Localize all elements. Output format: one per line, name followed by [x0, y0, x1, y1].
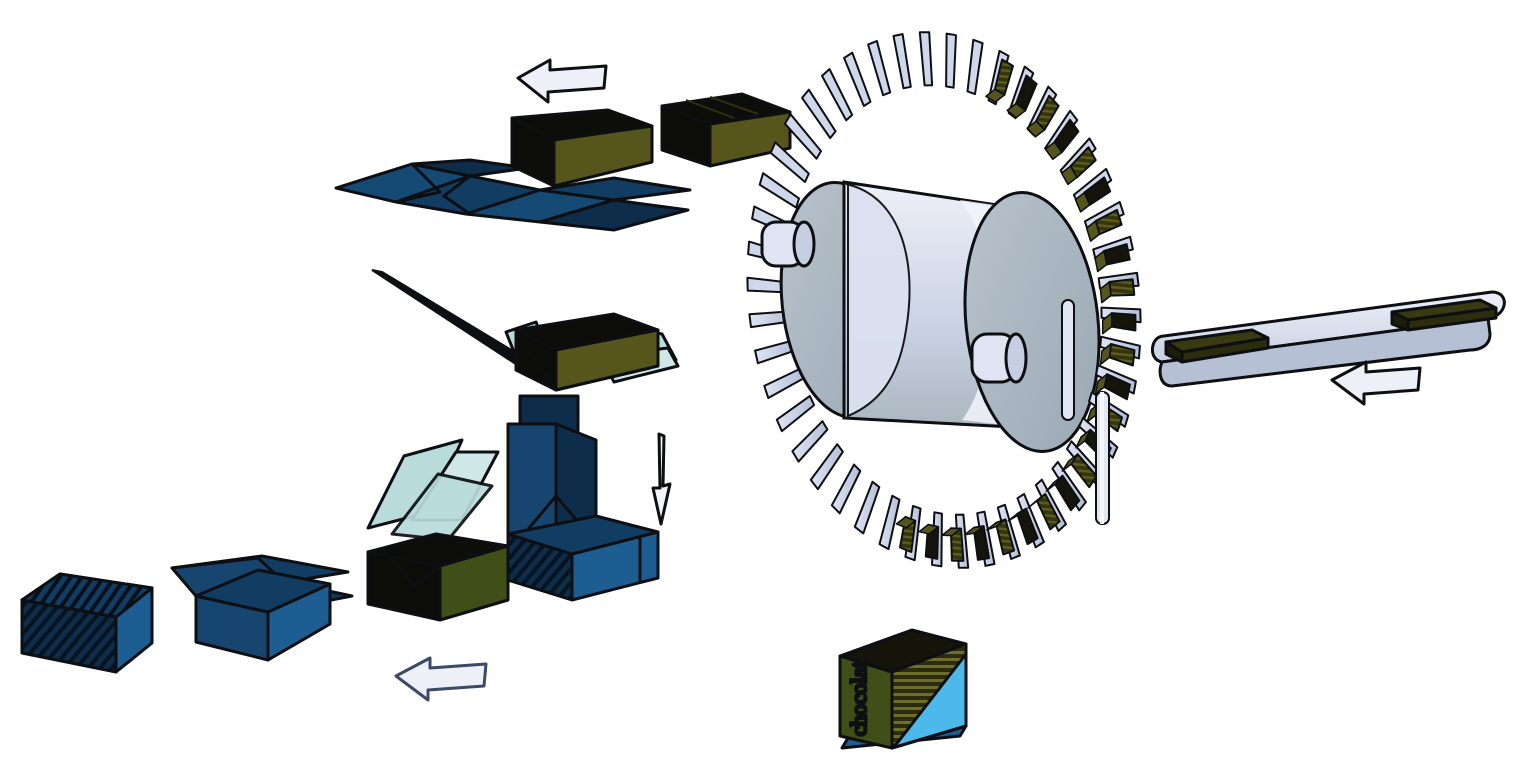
drum-fin [758, 172, 800, 209]
drum-fin [843, 51, 872, 107]
blank-crease-2 [442, 174, 471, 216]
blank-panel-4 [538, 176, 692, 202]
drum-fin [867, 40, 892, 97]
drum-hub-right [970, 332, 1028, 384]
green-carton-crease [388, 555, 441, 588]
drum-product-pack-face [986, 518, 1007, 531]
station-flat-blank [334, 108, 692, 232]
blank-crease-1 [395, 162, 442, 204]
drum-product-pack-face [918, 523, 939, 535]
drum-fin [769, 141, 810, 183]
drum-product-pack-face [1044, 141, 1063, 161]
conveyor-belt-side [1158, 316, 1492, 388]
drum-product-pack-face [1094, 373, 1108, 395]
drum-hub-left [760, 220, 816, 268]
infeed-conveyor [1151, 290, 1506, 388]
conveyor-pack-2 [1390, 298, 1498, 332]
drum-product-pack-face [1099, 343, 1112, 366]
drum-fin [892, 33, 912, 90]
drum-product-pack-face [963, 525, 985, 536]
drum-fin [945, 32, 957, 89]
arrow-top-left [516, 58, 608, 104]
rotary-drum-assembly [746, 31, 1142, 569]
arrow-infeed [1330, 360, 1422, 406]
drum-fin [966, 38, 984, 96]
drum-product-pack-face [1075, 429, 1091, 449]
drum-fin [783, 113, 822, 160]
drum-fin [878, 494, 901, 551]
mid-carton-front [554, 328, 660, 392]
drum-fin [791, 420, 829, 463]
open-carton-inner [194, 568, 332, 614]
drum-product-pack-face [1026, 120, 1046, 138]
arrow-drop [651, 432, 672, 526]
blue-flap-crease [522, 494, 582, 535]
drum-fin [918, 31, 934, 87]
conveyor-pack-1 [1164, 328, 1270, 364]
drum-product-pack-face [1045, 474, 1064, 492]
drum-product-pack-face [985, 88, 1006, 103]
drum-support-rod-upper [1061, 299, 1075, 421]
drum-product-pack-face [1085, 220, 1101, 242]
station-closed-carton [20, 572, 154, 674]
drum-product-pack-face [1101, 312, 1113, 335]
drum-fin [853, 480, 881, 535]
drum-fin [809, 443, 844, 491]
drum-product-pack-face [895, 516, 917, 529]
arrow-bottom-left [394, 656, 488, 702]
display-box-label: chocolat [845, 660, 873, 738]
drum-product-pack [1108, 278, 1136, 297]
drum-product-pack-face [1094, 250, 1108, 273]
svg-text:chocolat: chocolat [846, 661, 871, 736]
product-display-box: chocolat [838, 628, 968, 750]
display-box-cyan-wedge [890, 652, 968, 750]
station-open-carton [170, 554, 354, 662]
erected-carton-rim [506, 514, 660, 556]
drum-product-pack-face [1027, 493, 1046, 509]
mid-carton-crease [530, 355, 651, 392]
green-carton-front [438, 544, 510, 622]
drum-product-pack [1110, 312, 1137, 332]
station-mid-mint-carton [504, 312, 680, 392]
blank-flap-bottom [538, 198, 690, 232]
drum-body-highlight [845, 183, 911, 418]
drum-product-pack-face [1061, 453, 1079, 472]
drum-fin [830, 463, 862, 515]
drum-product-pack-face [1007, 507, 1027, 522]
drum-fin [801, 88, 837, 139]
drum-fin [821, 68, 854, 122]
station-loaded-green-carton [366, 438, 510, 622]
drum-product-pack-face [1060, 165, 1078, 186]
flat-blank-product-front [552, 124, 654, 188]
station-erected-blue-carton [506, 394, 660, 602]
drum-support-rod [1095, 391, 1110, 525]
drum-product-pack-face [1006, 102, 1026, 119]
drum-product-pack-face [1074, 191, 1091, 213]
drum-product-pack-face [941, 527, 962, 537]
drum-product-pack-face [1099, 281, 1112, 304]
drum-fin [775, 395, 816, 433]
